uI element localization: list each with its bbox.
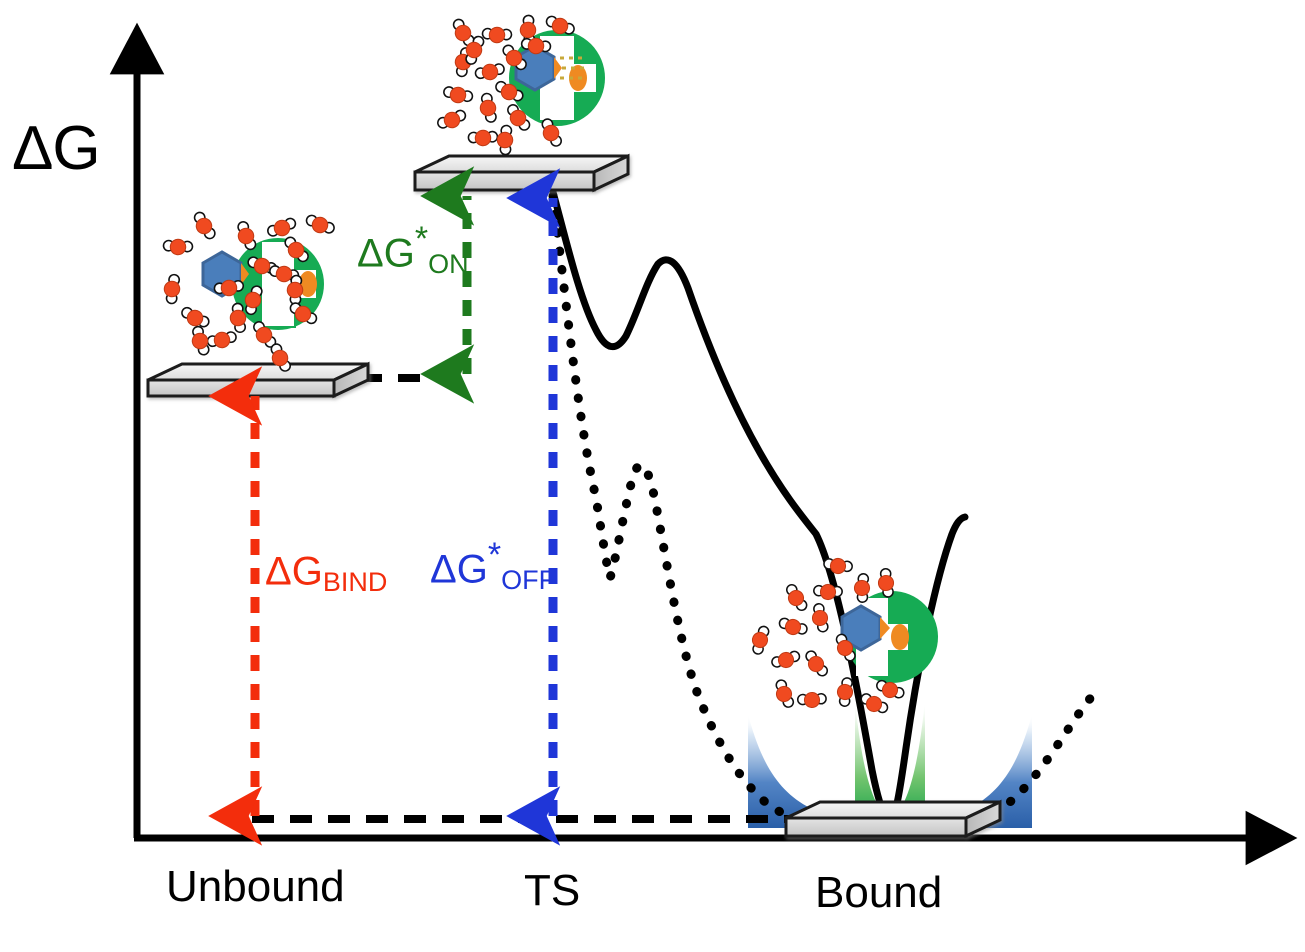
interaction-lines [560, 56, 584, 80]
cartoon-bound [745, 549, 938, 717]
cartoon-unbound [156, 209, 337, 374]
delta-g-on-label: ΔG*ON [357, 220, 469, 280]
x-label-unbound: Unbound [166, 862, 345, 911]
slab-front [784, 816, 968, 838]
x-label-ts: TS [524, 866, 581, 915]
well-fills [748, 700, 1032, 828]
slab-side [964, 799, 1002, 839]
delta-g-on-star: * [414, 220, 429, 258]
ligand-patch [554, 57, 562, 79]
delta-g-off-star: * [487, 536, 502, 574]
delta-g-off-sub: OFF [501, 565, 556, 596]
axes [109, 22, 1298, 866]
ligand-patch [241, 263, 249, 285]
slab-top [147, 362, 369, 382]
energy-level-unbound [146, 361, 370, 399]
slab-front [146, 378, 336, 398]
energy-level-ts [413, 153, 630, 193]
delta-g-bind-main: ΔG [265, 549, 323, 594]
y-axis-label: ΔG [12, 114, 101, 183]
x-label-bound: Bound [815, 868, 943, 917]
broad-well-fill [748, 714, 1032, 828]
solid-energy-curve [549, 188, 969, 826]
narrow-well-fill [855, 700, 925, 826]
protein-site-patch [891, 624, 909, 650]
cartoon-ts [435, 10, 605, 158]
delta-g-off-main: ΔG [430, 547, 488, 592]
slab-side [332, 361, 370, 399]
dotted-energy-curve [548, 191, 1099, 838]
energy-level-bound [784, 799, 1002, 839]
ligand-patch [880, 617, 890, 639]
delta-g-on-sub: ON [428, 249, 469, 280]
delta-g-on-main: ΔG [357, 231, 415, 276]
delta-g-off-label: ΔG*OFF [430, 536, 556, 596]
slab-front [413, 170, 596, 192]
guide-lines [252, 374, 800, 823]
delta-g-bind-label: ΔGBIND [265, 540, 388, 598]
delta-g-bind-sub: BIND [322, 567, 388, 598]
protein-site-patch [299, 271, 317, 297]
slab-side [592, 153, 630, 193]
